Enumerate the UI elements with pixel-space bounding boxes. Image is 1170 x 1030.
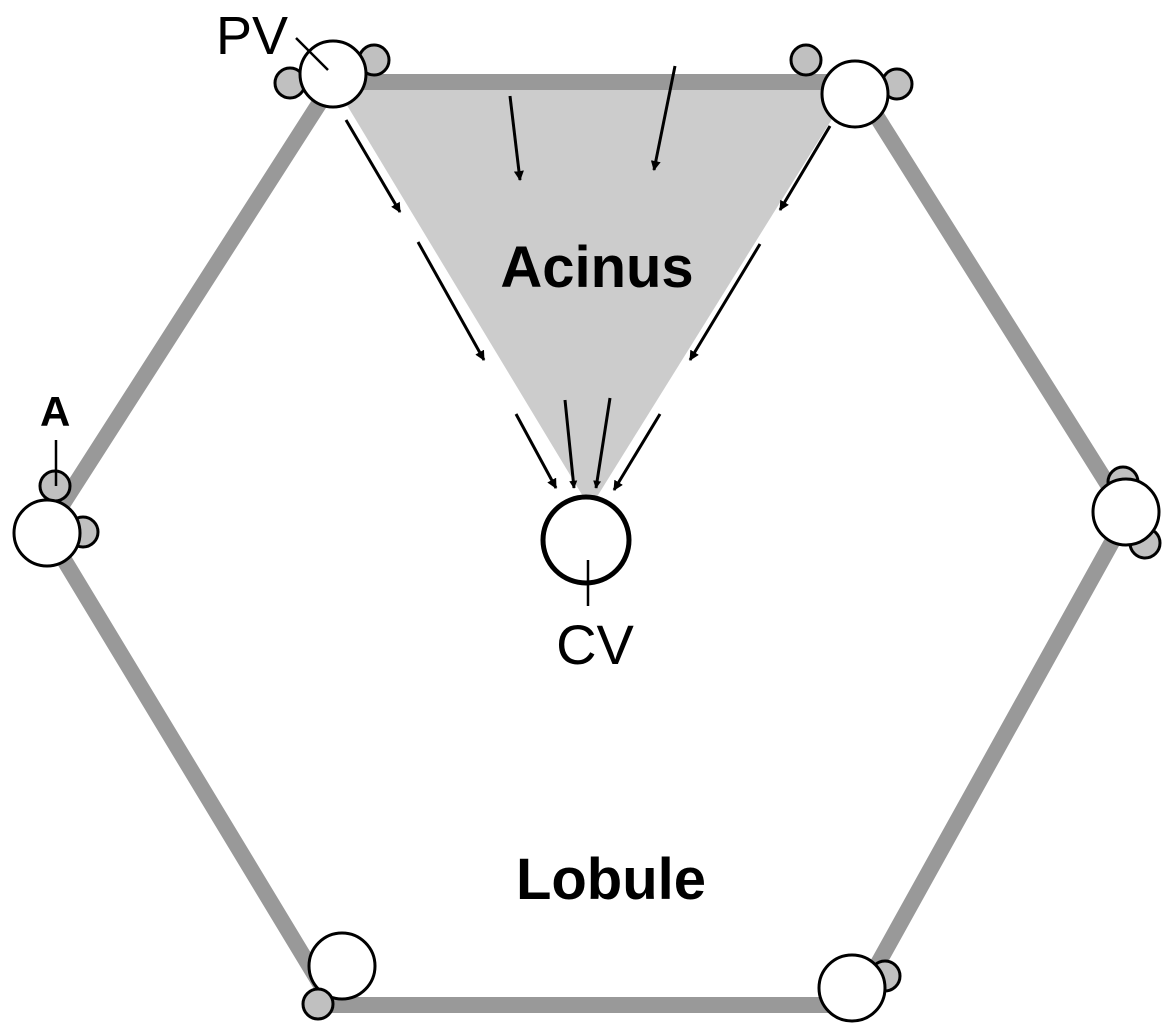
portal-triad-left	[12, 469, 100, 568]
acinus-region	[333, 82, 855, 508]
flow-arrow	[612, 413, 662, 491]
central-vein-icon	[540, 494, 632, 586]
portal-vein-icon	[307, 931, 377, 1001]
portal-triad-right	[1091, 465, 1162, 560]
cv-label: CV	[556, 613, 634, 676]
hexagon-edge-lower-right	[847, 507, 1135, 1013]
leader-lines	[54, 37, 590, 606]
portal-triad-bottom-left	[301, 931, 377, 1021]
pv-leader-line	[295, 37, 329, 71]
portal-vein-icon	[1091, 477, 1161, 547]
acinus-label: Acinus	[500, 235, 693, 300]
portal-vein-icon	[820, 59, 890, 129]
portal-triads	[12, 39, 1162, 1023]
lobule-label: Lobule	[516, 847, 706, 912]
flow-arrow	[514, 413, 558, 489]
flow-arrow	[416, 241, 486, 361]
hexagon-edge-upper-right	[847, 74, 1135, 523]
pv-label: PV	[216, 6, 288, 66]
artery-icon	[301, 987, 335, 1021]
portal-triad-top-right	[789, 43, 914, 129]
portal-vein-icon	[817, 953, 887, 1023]
flow-arrows	[344, 65, 832, 491]
artery-icon	[789, 43, 823, 77]
flow-arrow	[688, 243, 762, 361]
a-label: A	[40, 388, 70, 435]
portal-vein-icon	[12, 498, 82, 568]
flow-arrow	[593, 397, 612, 489]
portal-triad-bottom-right	[817, 953, 902, 1023]
lobule-hexagon	[38, 74, 1135, 1013]
flow-arrow	[650, 65, 677, 171]
flow-arrow	[778, 125, 832, 211]
flow-arrow	[344, 119, 402, 213]
flow-arrow	[563, 399, 578, 489]
flow-arrow	[508, 95, 524, 181]
hexagon-edge-upper-left	[38, 74, 341, 538]
hexagon-edge-lower-left	[38, 522, 341, 1013]
